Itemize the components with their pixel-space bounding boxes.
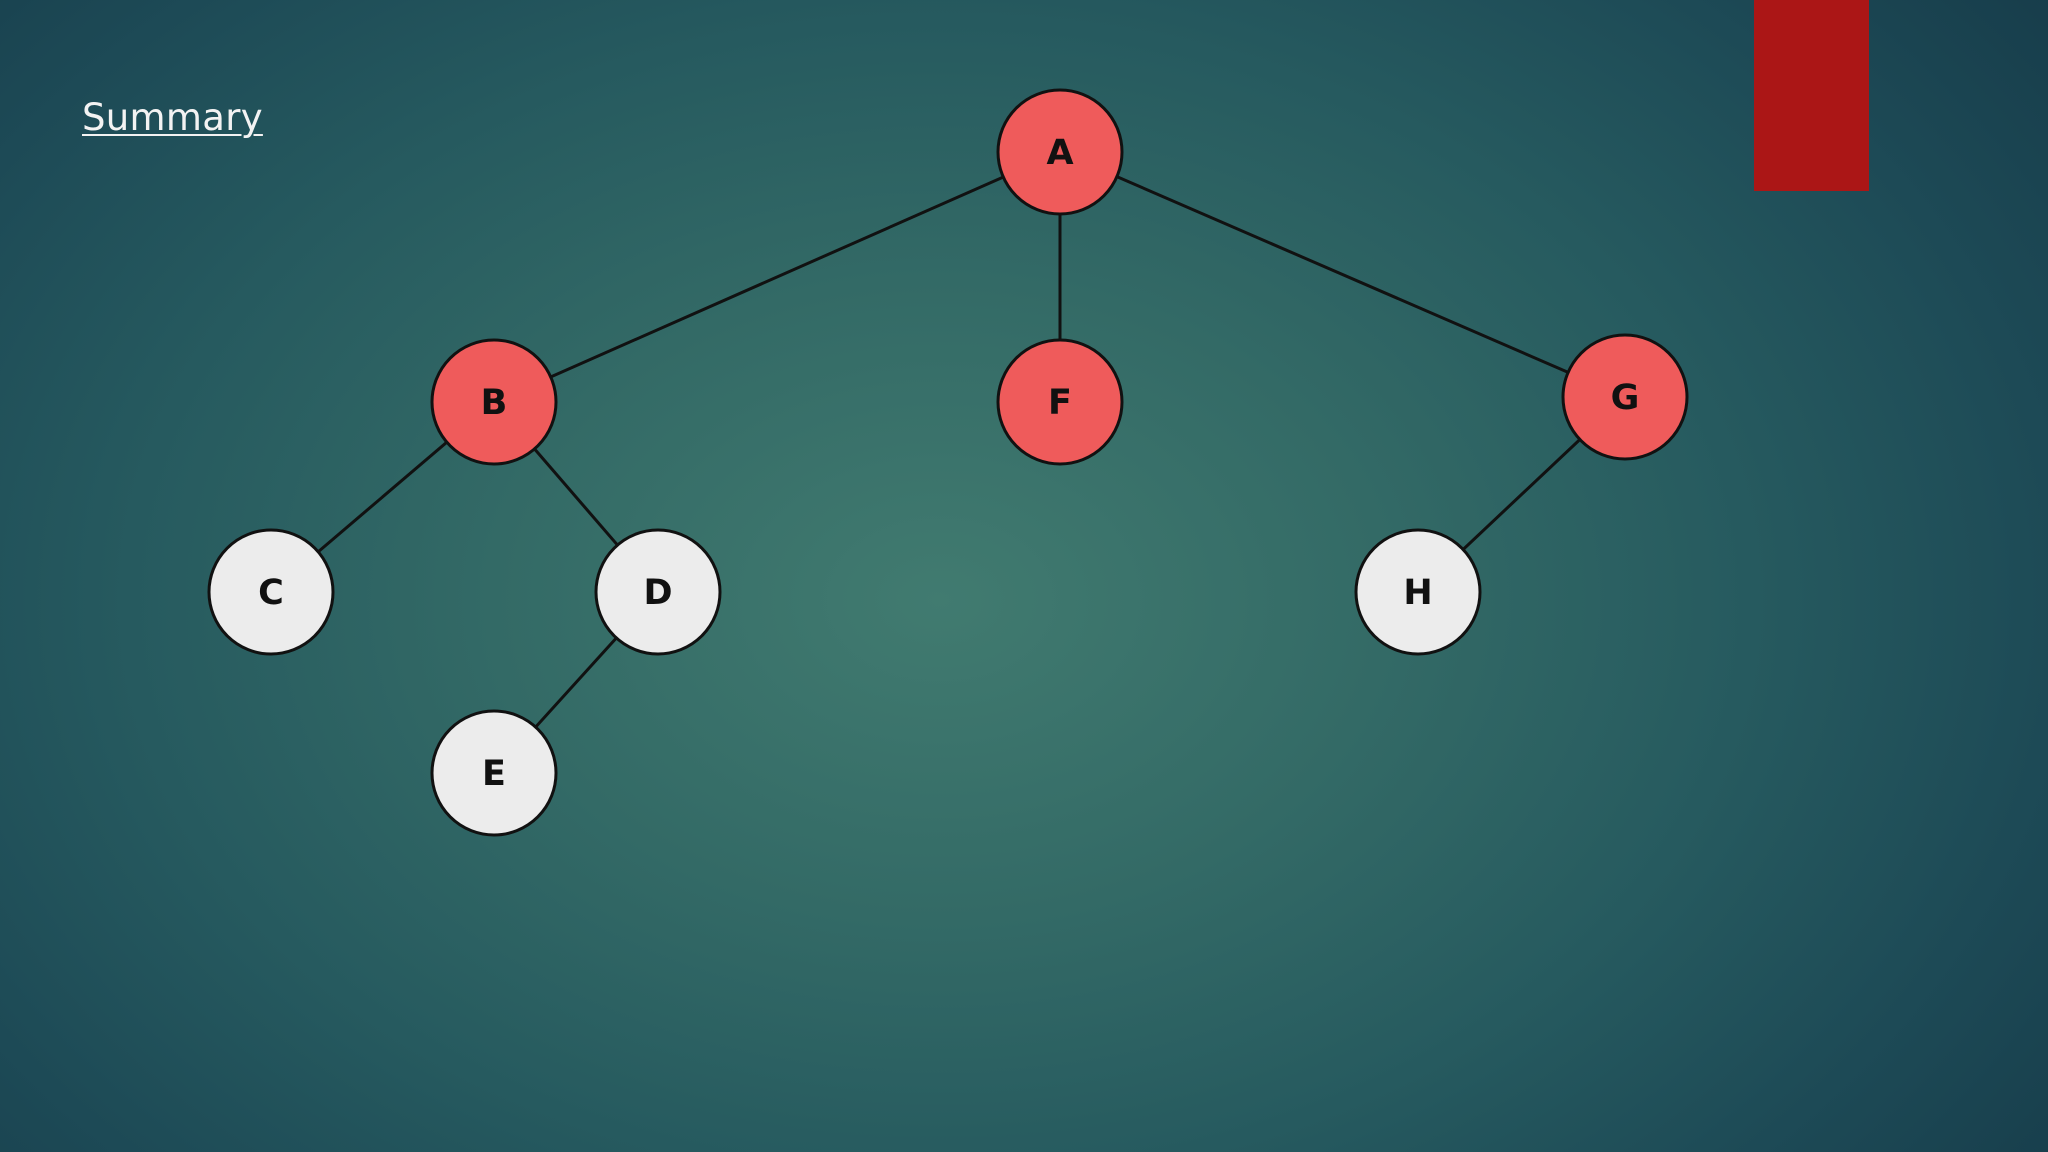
- accent-bar: [1754, 0, 1869, 191]
- node-label-d: D: [643, 573, 672, 613]
- node-circle-b: [430, 338, 558, 466]
- node-circle-d: [594, 528, 722, 656]
- node-label-b: B: [481, 383, 508, 423]
- summary-link[interactable]: Summary: [82, 96, 263, 139]
- node-label-h: H: [1403, 573, 1432, 613]
- node-g: G: [1561, 333, 1689, 461]
- edge-a-b: [493, 150, 1061, 404]
- node-label-f: F: [1048, 383, 1072, 423]
- tree-nodes: A B F G C D E H: [207, 88, 1689, 837]
- node-e: E: [430, 709, 558, 837]
- node-d: D: [594, 528, 722, 656]
- node-h: H: [1354, 528, 1482, 656]
- node-circle-f: [996, 338, 1124, 466]
- node-circle-h: [1354, 528, 1482, 656]
- node-circle-c: [207, 528, 335, 656]
- node-b: B: [430, 338, 558, 466]
- node-a: A: [996, 88, 1124, 216]
- edge-a-g: [1059, 150, 1626, 399]
- node-c: C: [207, 528, 335, 656]
- node-circle-g: [1561, 333, 1689, 461]
- node-label-g: G: [1611, 378, 1640, 418]
- node-label-c: C: [258, 573, 284, 613]
- node-f: F: [996, 338, 1124, 466]
- node-circle-e: [430, 709, 558, 837]
- tree-edges: [270, 150, 1627, 775]
- node-label-e: E: [482, 754, 506, 794]
- node-label-a: A: [1046, 133, 1073, 173]
- node-circle-a: [996, 88, 1124, 216]
